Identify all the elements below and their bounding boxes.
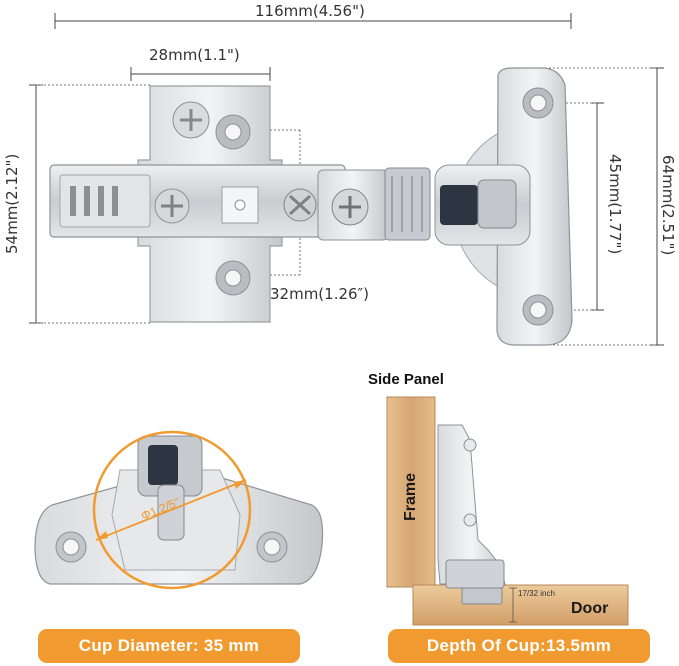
hinge-cup-and-wing <box>434 67 573 346</box>
frame-label: Frame <box>402 472 419 522</box>
side-panel-title: Side Panel <box>368 371 444 388</box>
overall-width-label: 116mm(4.56") <box>255 2 365 20</box>
cup-diameter-badge: Cup Diameter: 35 mm <box>38 629 300 663</box>
wing-height-label: 64mm(2.51") <box>659 155 677 256</box>
cup-depth-badge: Depth Of Cup:13.5mm <box>388 629 650 663</box>
plate-width-label: 28mm(1.1") <box>149 46 240 64</box>
installation-diagram <box>386 396 629 626</box>
hinge-arm <box>49 164 431 241</box>
screw-spacing-label: 32mm(1.26″) <box>270 285 370 303</box>
plate-height-label: 54mm(2.12") <box>3 153 21 254</box>
gap-label: 17/32 inch <box>518 589 555 598</box>
cup-detail <box>34 430 324 590</box>
door-label: Door <box>571 600 609 617</box>
dimension-lines <box>29 13 664 346</box>
wing-hole-spacing-label: 45mm(1.77") <box>606 154 624 255</box>
